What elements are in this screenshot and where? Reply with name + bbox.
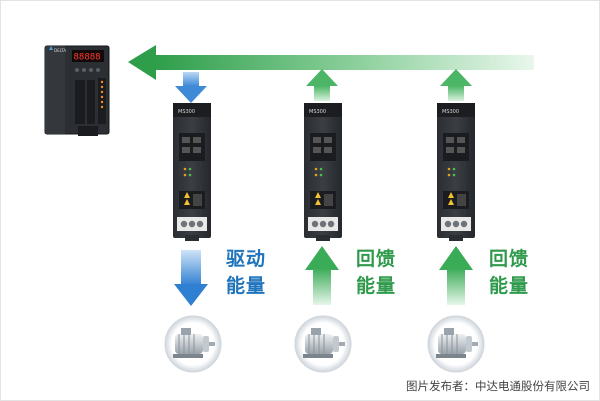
regen-module-2 — [437, 103, 475, 241]
drive-input-arrow — [175, 72, 207, 103]
drive-energy-label-line1: 驱动 — [226, 248, 267, 270]
regen-output-arrow-1 — [306, 69, 338, 101]
drive-energy-label-line2: 能量 — [226, 275, 267, 297]
publisher-caption: 图片发布者：中达电通股份有限公司 — [406, 379, 590, 393]
energy-return-arrow — [128, 45, 534, 80]
motor-regen-2 — [427, 315, 485, 373]
feedback-energy-label-1: 回馈 能量 — [356, 246, 404, 300]
feedback-energy-label-1-line2: 能量 — [356, 275, 397, 297]
feedback-energy-arrow-1 — [305, 246, 339, 305]
feedback-energy-label-1-line1: 回馈 — [356, 248, 397, 270]
motor-drive — [164, 315, 222, 373]
drive-energy-label: 驱动 能量 — [226, 246, 274, 300]
motor-regen-1 — [294, 315, 352, 373]
feedback-energy-arrow-2 — [439, 246, 473, 305]
main-unit-brand: DELTA — [54, 48, 66, 53]
main-controller-unit: DELTA 88888 — [44, 45, 110, 136]
feedback-energy-label-2: 回馈 能量 — [489, 246, 537, 300]
regen-output-arrow-2 — [440, 69, 472, 101]
feedback-energy-label-2-line1: 回馈 — [489, 248, 530, 270]
drive-energy-arrow — [174, 250, 208, 306]
feedback-energy-label-2-line2: 能量 — [489, 275, 530, 297]
drive-module — [173, 103, 211, 241]
main-unit-display: 88888 — [74, 53, 101, 63]
regen-module-1 — [304, 103, 342, 241]
